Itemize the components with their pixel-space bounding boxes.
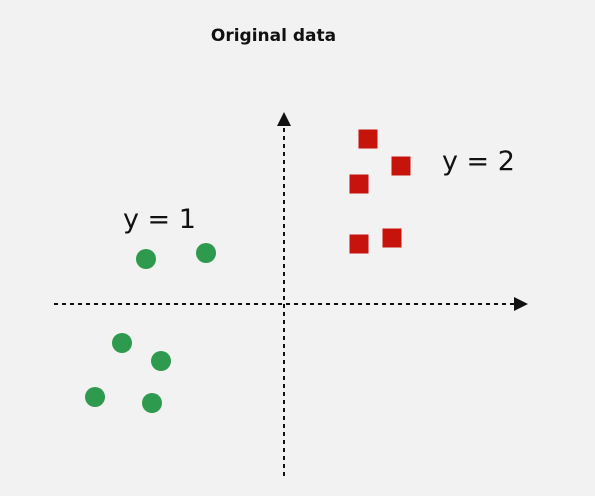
class1-point-5: [85, 387, 105, 407]
class1-point-4: [151, 351, 171, 371]
diagram-title: Original data: [210, 26, 337, 46]
x-axis-arrow-icon: [514, 297, 528, 311]
class2-point-2: [349, 174, 369, 194]
axes-group: [54, 112, 528, 476]
y-axis-arrow-icon: [277, 112, 291, 126]
class1-label: y = 1: [123, 204, 196, 235]
class2-points: [349, 129, 411, 254]
class2-point-5: [382, 228, 402, 248]
class2-point-1: [358, 129, 378, 149]
class1-points: [85, 243, 216, 413]
class1-point-6: [142, 393, 162, 413]
class1-point-3: [112, 333, 132, 353]
class1-point-2: [196, 243, 216, 263]
class2-point-3: [391, 156, 411, 176]
class1-point-1: [136, 249, 156, 269]
class2-point-4: [349, 234, 369, 254]
class2-label: y = 2: [442, 146, 515, 177]
